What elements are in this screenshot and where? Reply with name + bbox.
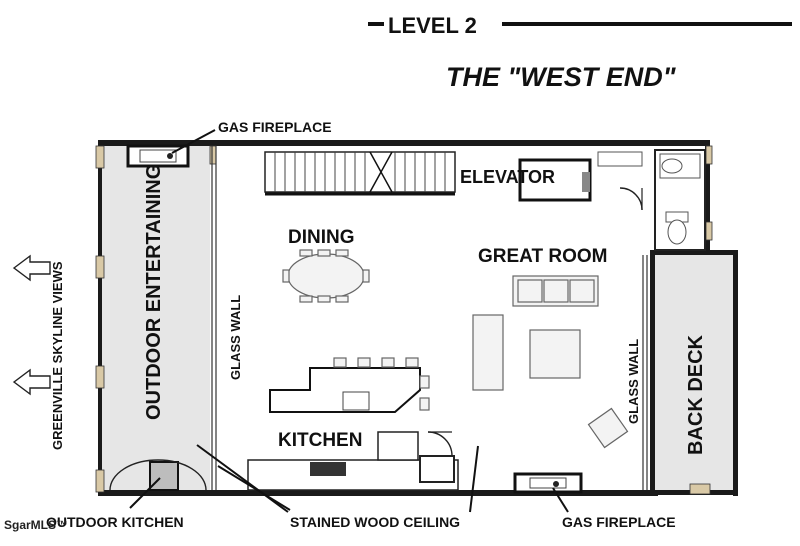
level-title: LEVEL 2 (388, 13, 477, 38)
plan-subtitle: THE "WEST END" (446, 62, 677, 92)
gas-fireplace-bottom (513, 472, 583, 494)
great-room-label: GREAT ROOM (478, 246, 607, 267)
gas-fireplace-top-label: GAS FIREPLACE (218, 119, 332, 135)
outdoor-entertaining-area (100, 145, 210, 493)
back-deck-area (655, 255, 735, 495)
glass-wall-right-label: GLASS WALL (626, 339, 641, 424)
glass-wall-left-line (211, 146, 217, 490)
outdoor-kitchen-leader (129, 477, 161, 509)
stained-wood-ceiling-label: STAINED WOOD CEILING (290, 514, 460, 530)
view-arrow-lower (12, 368, 51, 396)
outdoor-grill (109, 459, 207, 491)
gas-fireplace-bottom-label: GAS FIREPLACE (562, 514, 676, 530)
gas-fireplace-top (126, 144, 190, 168)
kitchen-label: KITCHEN (278, 430, 362, 451)
outdoor-entertaining-label: OUTDOOR ENTERTAINING (143, 164, 165, 420)
glass-wall-right-line (642, 255, 648, 490)
gas-fireplace-top-leader (171, 129, 216, 154)
header-rule-left (368, 22, 384, 26)
wall-posts (95, 145, 713, 495)
mls-watermark: SgarMLS™ (4, 518, 69, 532)
kitchen-island (269, 357, 430, 413)
glass-wall-left-label: GLASS WALL (228, 295, 243, 380)
powder-room (597, 149, 706, 251)
great-room-furniture (472, 275, 629, 449)
back-deck-label: BACK DECK (685, 334, 707, 455)
header: LEVEL 2 THE "WEST END" (368, 13, 792, 92)
header-rule-right (502, 22, 792, 26)
gas-fireplace-bottom-leader (552, 487, 569, 513)
dining-table (282, 249, 370, 303)
elevator-shaft (518, 158, 592, 202)
stained-wood-ceiling-leaders (196, 444, 479, 513)
kitchen-counter (247, 431, 459, 491)
view-arrow-upper (12, 254, 51, 282)
dining-label: DINING (288, 227, 355, 248)
elevator-label: ELEVATOR (460, 167, 555, 187)
outdoor-kitchen-label: OUTDOOR KITCHEN (46, 514, 184, 530)
staircase (264, 151, 456, 196)
skyline-views-label: GREENVILLE SKYLINE VIEWS (50, 261, 65, 450)
